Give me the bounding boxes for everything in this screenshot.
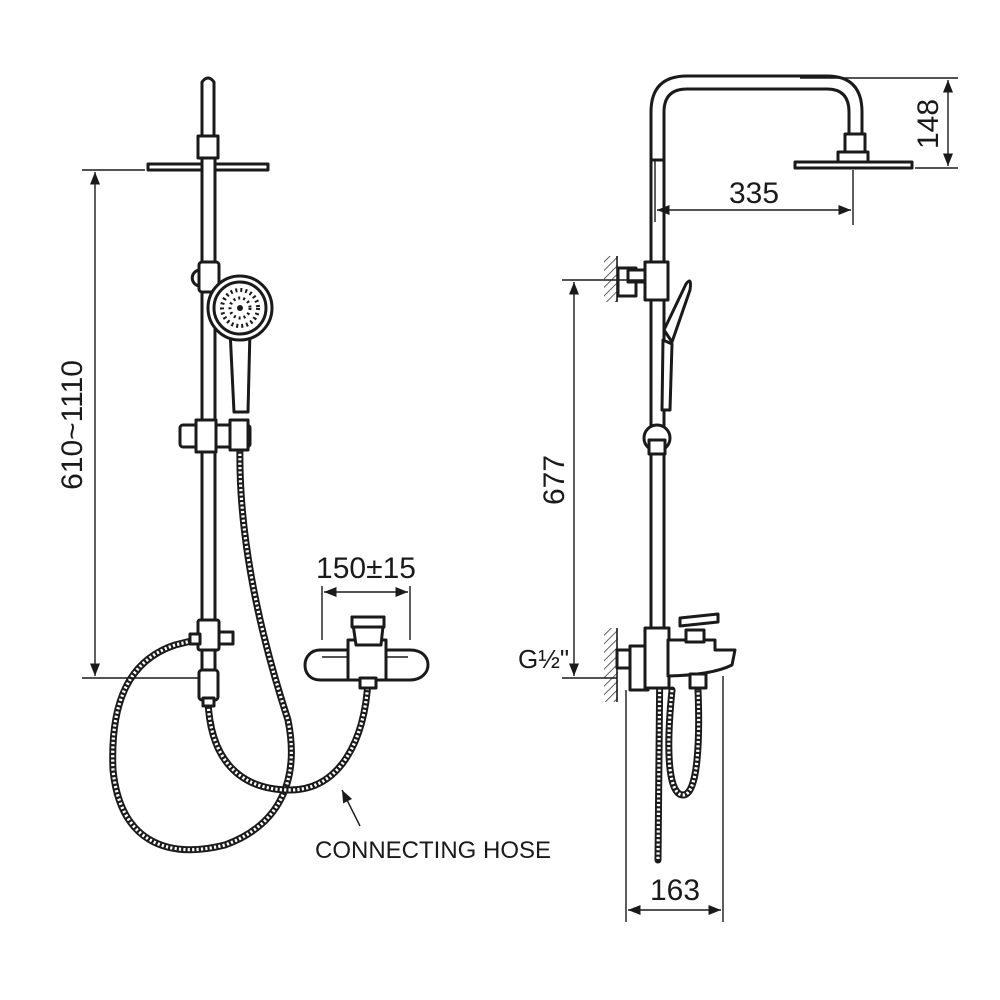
projection-label: 163 — [650, 874, 700, 907]
connecting-hose — [204, 676, 372, 794]
riser-rail — [200, 156, 217, 632]
riser-height-dimension: 677 — [538, 279, 645, 679]
hand-shower-slider — [190, 260, 221, 294]
bath-mixer-front — [303, 615, 430, 690]
faucet-spacing-label: 150±15 — [316, 552, 416, 585]
front-view: 610~1110 150±15 CONNECTING HOSE — [56, 76, 551, 864]
head-drop-label: 148 — [912, 99, 945, 149]
diverter-connector — [188, 618, 235, 708]
head-nut — [196, 134, 220, 160]
side-hand-shower — [660, 279, 692, 412]
shower-hose-front — [109, 441, 295, 854]
arm-reach-label: 335 — [729, 177, 779, 210]
side-view: 148 335 677 G½" 163 — [518, 74, 958, 922]
shower-arm — [649, 74, 864, 162]
hand-shower — [206, 274, 274, 414]
wall-bracket-top — [616, 260, 670, 302]
thread-size-label: G½" — [518, 644, 569, 674]
wall-hatch-top — [604, 256, 618, 302]
arm-reach-dimension: 335 — [654, 160, 854, 225]
height-range-dimension: 610~1110 — [56, 169, 200, 679]
head-drop-dimension: 148 — [800, 77, 958, 169]
connecting-hose-label: CONNECTING HOSE — [315, 837, 551, 864]
hand-shower-holder — [178, 418, 252, 454]
side-holder — [642, 423, 672, 456]
connecting-hose-callout: CONNECTING HOSE — [315, 789, 551, 864]
side-mixer — [615, 612, 737, 692]
riser-height-label: 677 — [538, 455, 571, 505]
height-range-label: 610~1110 — [56, 360, 89, 490]
faucet-spacing-dimension: 150±15 — [316, 552, 416, 640]
side-shower-head — [793, 160, 914, 170]
upper-pipe — [200, 76, 216, 142]
projection-dimension: 163 — [625, 676, 724, 922]
